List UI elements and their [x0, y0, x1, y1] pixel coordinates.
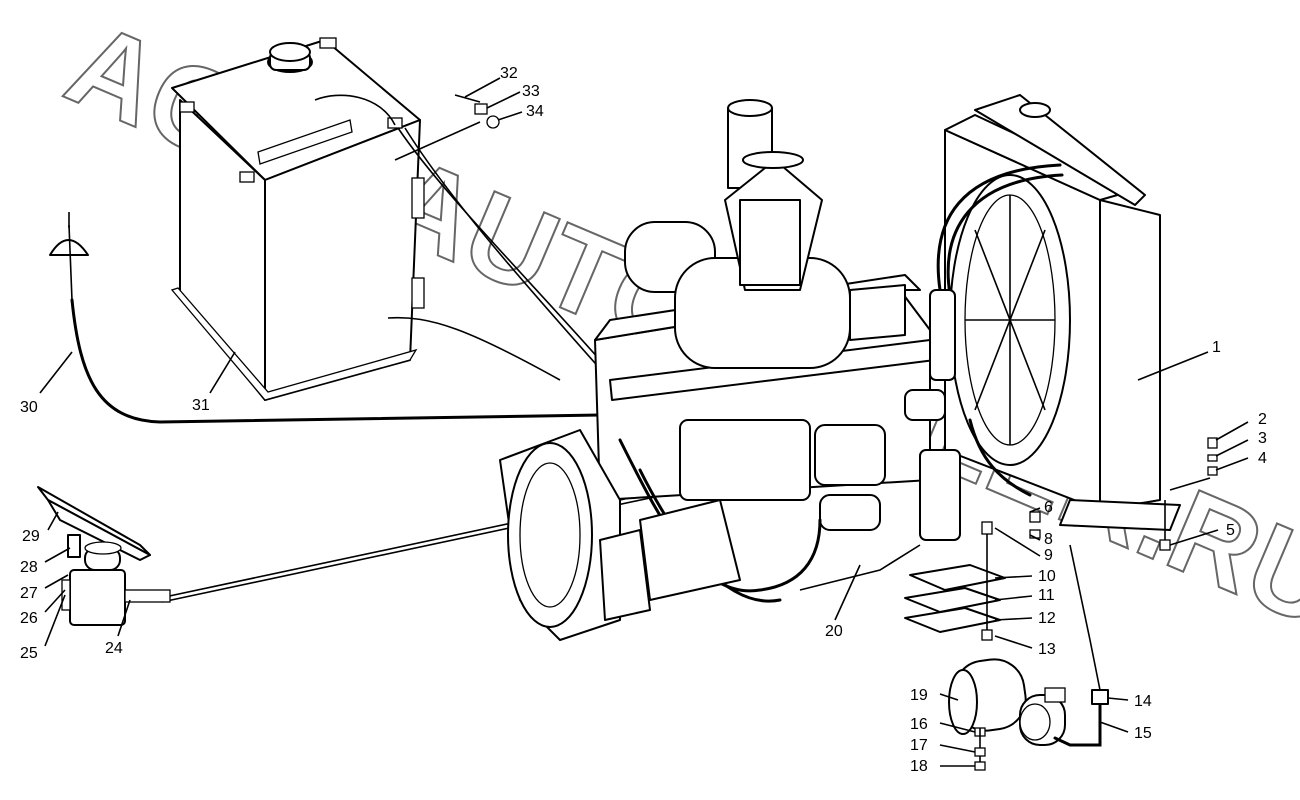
callout-12: 12	[1038, 610, 1056, 627]
callout-3: 3	[1258, 430, 1267, 447]
filter-assembly	[948, 544, 1109, 771]
top-fasteners	[454, 94, 500, 129]
callout-19: 19	[910, 687, 928, 704]
callout-4: 4	[1258, 450, 1267, 467]
callout-11: 11	[1038, 587, 1055, 604]
callout-27: 27	[20, 585, 38, 602]
callout-14: 14	[1134, 693, 1152, 710]
callout-6: 6	[1044, 499, 1053, 516]
leader-lines	[39, 77, 1249, 767]
breather-part	[49, 212, 89, 301]
callout-26: 26	[20, 610, 38, 627]
callout-29: 29	[22, 528, 40, 545]
callout-15: 15	[1134, 725, 1152, 742]
callout-20: 20	[825, 623, 843, 640]
callout-5: 5	[1226, 522, 1235, 539]
pump-bracket	[37, 486, 171, 626]
pump-assembly	[904, 289, 961, 541]
engine	[594, 99, 936, 603]
callout-34: 34	[526, 103, 544, 120]
callout-1: 1	[1212, 339, 1221, 356]
callout-16: 16	[910, 716, 928, 733]
flywheel-housing	[499, 429, 741, 641]
callout-32: 32	[500, 65, 518, 82]
callout-25: 25	[20, 645, 38, 662]
callout-24: 24	[105, 640, 123, 657]
callout-33: 33	[522, 83, 540, 100]
callout-labels: 1 2 3 4 5 6 8 9 10 11 12 13 14 15 16 17 …	[20, 65, 1267, 775]
mount-pads	[904, 521, 1006, 641]
callout-31: 31	[192, 397, 210, 414]
fuel-tank	[170, 37, 425, 401]
callout-13: 13	[1038, 641, 1056, 658]
callout-10: 10	[1038, 568, 1056, 585]
callout-28: 28	[20, 559, 38, 576]
callout-8: 8	[1044, 531, 1053, 548]
callout-9: 9	[1044, 547, 1053, 564]
radiator	[936, 94, 1181, 531]
callout-2: 2	[1258, 411, 1267, 428]
callout-30: 30	[20, 399, 38, 416]
callout-17: 17	[910, 737, 928, 754]
callout-18: 18	[910, 758, 928, 775]
